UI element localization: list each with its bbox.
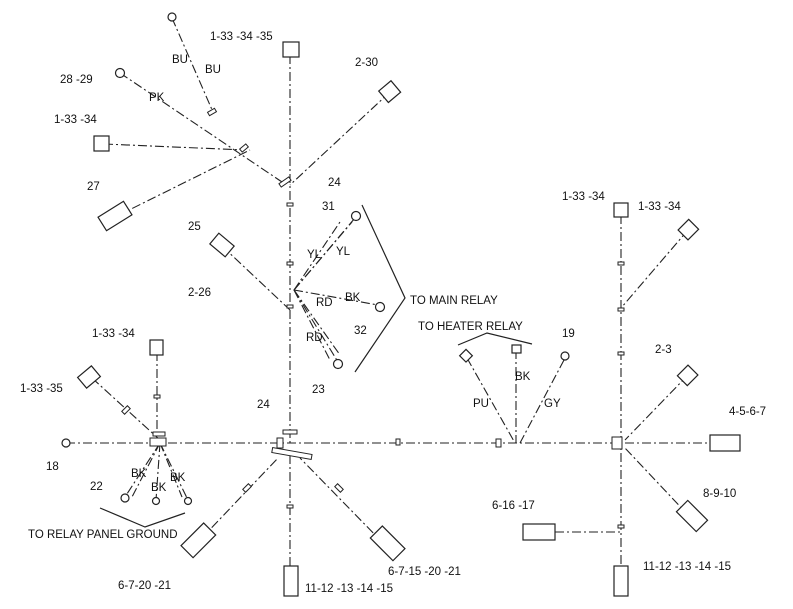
wire-bk-main: BK bbox=[345, 292, 361, 304]
connector-top-small bbox=[167, 12, 177, 22]
label-25: 25 bbox=[188, 221, 201, 233]
wire-bk-g1: BK bbox=[131, 468, 147, 480]
connector-4-5-6-7 bbox=[709, 434, 741, 452]
connector-22-b bbox=[151, 496, 161, 506]
label-top-conn: 1-33 -34 -35 bbox=[210, 31, 273, 43]
label-1-33-34-mid: 1-33 -34 bbox=[92, 328, 135, 340]
wire-yl-b: YL bbox=[336, 246, 351, 258]
connector-1-33-34-left bbox=[93, 135, 110, 152]
wire-bu-a: BU bbox=[172, 54, 188, 66]
harness-clips bbox=[121, 107, 625, 529]
connector-8-9-10 bbox=[675, 499, 709, 533]
label-27: 27 bbox=[87, 181, 100, 193]
wire-bu-b: BU bbox=[205, 64, 221, 76]
connector-27 bbox=[97, 200, 133, 232]
connector-1-33-34-mid bbox=[149, 339, 164, 356]
connector-1-33-34-right-a bbox=[613, 202, 629, 218]
label-18: 18 bbox=[46, 461, 59, 473]
connector-23 bbox=[332, 358, 344, 370]
label-11-15-mid: 11-12 -13 -14 -15 bbox=[305, 583, 393, 595]
wire-gy: GY bbox=[544, 398, 561, 410]
connector-25 bbox=[208, 232, 236, 258]
label-to-main-relay: TO MAIN RELAY bbox=[410, 295, 498, 307]
connector-11-15-right bbox=[613, 565, 629, 597]
label-22: 22 bbox=[90, 481, 103, 493]
center-junction bbox=[271, 446, 313, 461]
wire-bk-heater: BK bbox=[515, 371, 531, 383]
connector-28-29 bbox=[114, 67, 126, 79]
wire-bk-g3: BK bbox=[170, 472, 186, 484]
label-8-9-10: 8-9-10 bbox=[703, 488, 736, 500]
wire-rd-a: RD bbox=[316, 297, 333, 309]
connector-18 bbox=[61, 438, 71, 448]
connector-6-7-20-21 bbox=[180, 522, 217, 559]
connector-1-33-34-right-b bbox=[677, 218, 700, 241]
label-23: 23 bbox=[312, 384, 325, 396]
label-24-top: 24 bbox=[328, 177, 341, 189]
label-to-relay-panel-ground: TO RELAY PANEL GROUND bbox=[28, 529, 178, 541]
label-31: 31 bbox=[322, 201, 335, 213]
connector-22-c bbox=[183, 496, 193, 506]
label-11-15-right: 11-12 -13 -14 -15 bbox=[643, 561, 731, 573]
label-6-7-20-21: 6-7-20 -21 bbox=[118, 580, 171, 592]
connector-6-7-15-20-21 bbox=[369, 525, 406, 562]
wire-pk: PK bbox=[149, 92, 165, 104]
label-1-33-34-right-b: 1-33 -34 bbox=[638, 201, 681, 213]
label-19: 19 bbox=[562, 328, 575, 340]
connector-19 bbox=[560, 351, 570, 361]
main-relay-fan-wires bbox=[293, 217, 379, 363]
wire-color-labels: BU BU PK YL YL BK RD RD BK PU GY BK BK B… bbox=[131, 54, 561, 494]
label-1-33-34-right-a: 1-33 -34 bbox=[562, 191, 605, 203]
label-4-5-6-7: 4-5-6-7 bbox=[729, 406, 766, 418]
connector-heater-pu bbox=[458, 348, 474, 363]
wire-pu: PU bbox=[473, 398, 489, 410]
wire-yl-a: YL bbox=[307, 249, 322, 261]
label-1-33-34-left: 1-33 -34 bbox=[54, 114, 97, 126]
label-1-33-35: 1-33 -35 bbox=[20, 383, 63, 395]
label-2-3: 2-3 bbox=[655, 344, 672, 356]
ground-fan-wires bbox=[124, 442, 189, 501]
connector-2-3 bbox=[676, 364, 699, 387]
label-2-30: 2-30 bbox=[355, 57, 378, 69]
connector-31 bbox=[350, 210, 362, 222]
wire-bk-g2: BK bbox=[151, 482, 167, 494]
connector-32 bbox=[374, 301, 386, 313]
label-24-mid: 24 bbox=[257, 399, 270, 411]
label-6-7-15-20-21: 6-7-15 -20 -21 bbox=[388, 566, 461, 578]
connector-1-33-35 bbox=[76, 365, 102, 389]
wire-rd-b: RD bbox=[306, 332, 323, 344]
connector-top bbox=[282, 41, 300, 58]
relay-brackets bbox=[99, 204, 533, 528]
connector-11-15-mid bbox=[283, 565, 299, 597]
connectors bbox=[61, 12, 741, 597]
harness-wires bbox=[66, 17, 710, 568]
label-to-heater-relay: TO HEATER RELAY bbox=[418, 321, 523, 333]
connector-2-30 bbox=[377, 79, 402, 104]
connector-22-a bbox=[120, 493, 130, 503]
label-2-26: 2-26 bbox=[188, 287, 211, 299]
label-28-29: 28 -29 bbox=[60, 74, 93, 86]
label-6-16-17: 6-16 -17 bbox=[492, 500, 535, 512]
connector-6-16-17 bbox=[522, 523, 556, 541]
connector-heater-bk bbox=[511, 344, 522, 354]
label-32: 32 bbox=[354, 325, 367, 337]
connector-labels: 1-33 -34 -35 2-30 28 -29 1-33 -34 27 24 … bbox=[20, 31, 766, 595]
